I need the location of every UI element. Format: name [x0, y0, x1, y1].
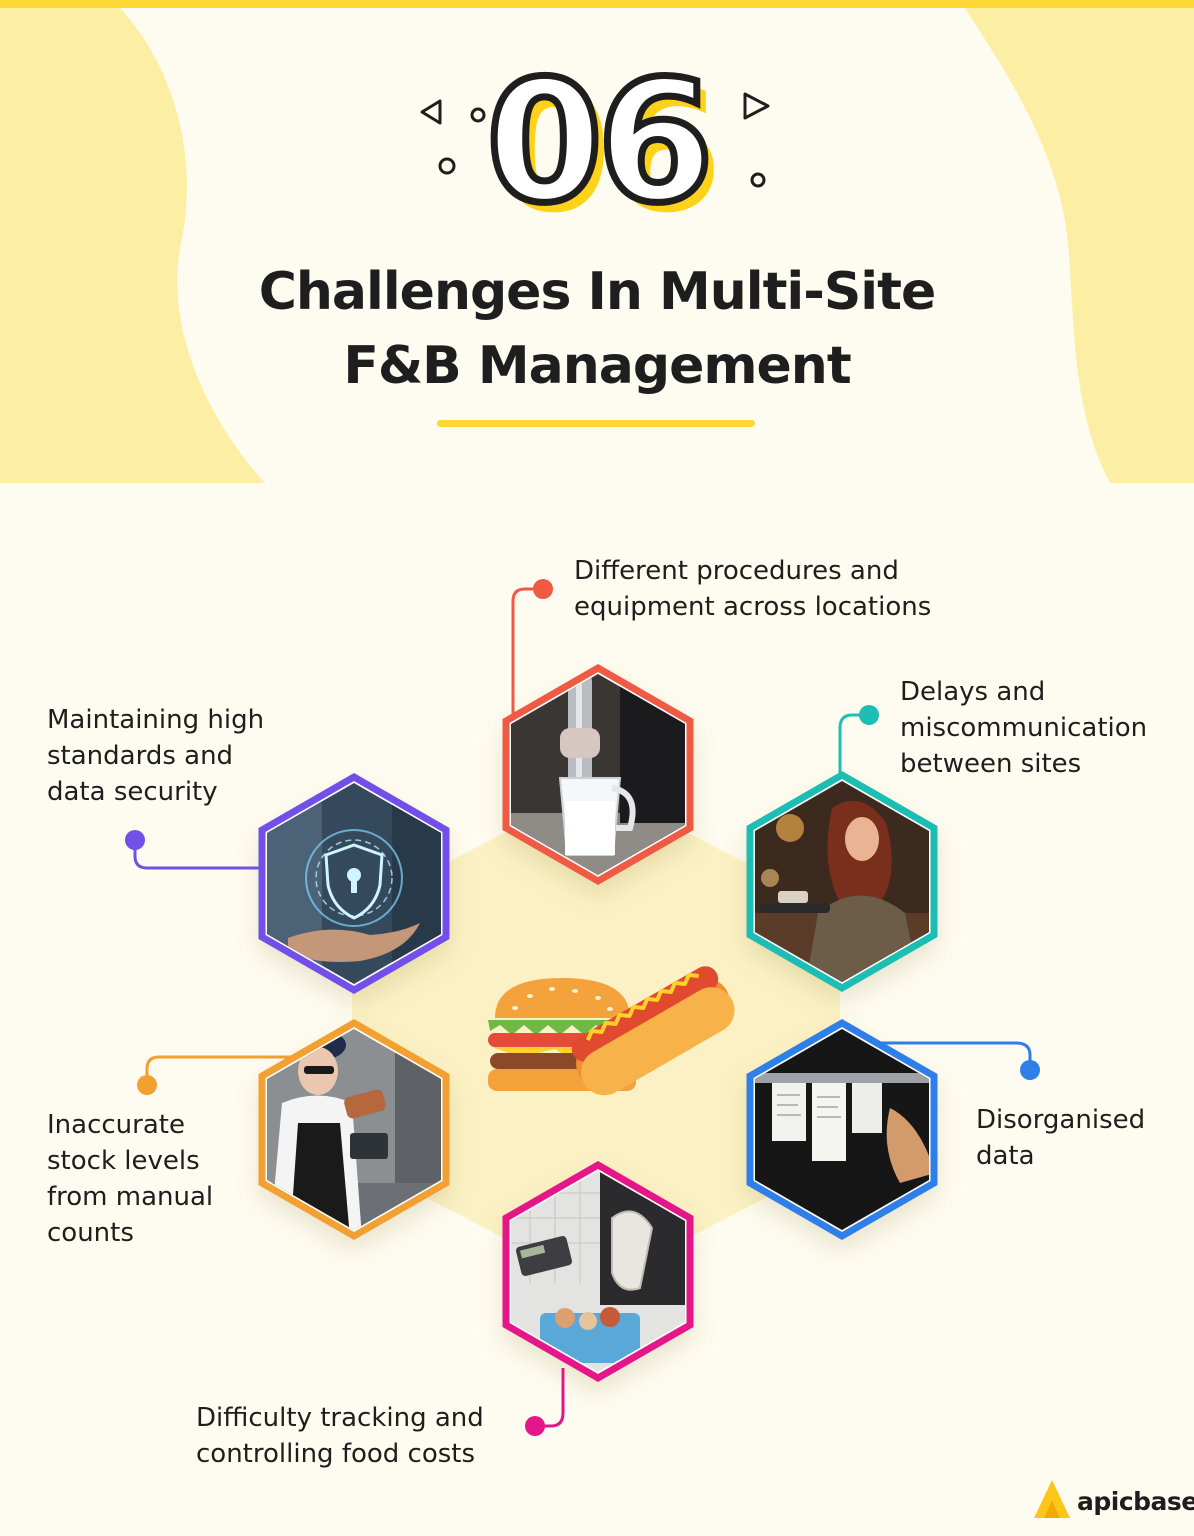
- label-costs: Difficulty tracking and controlling food…: [196, 1403, 484, 1469]
- label-procedures: Different procedures and equipment acros…: [574, 556, 932, 622]
- hand-blender-photo: [511, 674, 685, 875]
- circle-decoration: [438, 157, 456, 175]
- connector-costs: [525, 1368, 565, 1436]
- order-tickets-photo: [755, 1029, 929, 1230]
- chef-inventory-photo: [267, 1029, 441, 1230]
- burger-hotdog-icon: [488, 966, 735, 1096]
- title-line-1: Challenges In Multi-Site: [258, 262, 936, 322]
- label-data: Disorganised data: [976, 1105, 1146, 1171]
- title-line-2: F&B Management: [343, 336, 851, 396]
- connector-stock: [137, 1055, 296, 1095]
- triangle-right-icon: [743, 92, 770, 120]
- connector-communication: [838, 705, 879, 783]
- header-banner: 06 Challenges In Multi-Site F&B Manageme…: [0, 8, 1194, 483]
- apicbase-logo-icon: [1034, 1480, 1070, 1518]
- brand-name: apicbase: [1077, 1487, 1194, 1516]
- label-stock: Inaccurate stock levels from manual coun…: [47, 1110, 214, 1248]
- big-number: 06: [483, 44, 718, 240]
- title-underline: [437, 420, 755, 427]
- page-title: Challenges In Multi-Site F&B Management: [0, 255, 1194, 403]
- circle-decoration: [750, 172, 766, 188]
- label-security: Maintaining high standards and data secu…: [47, 705, 265, 807]
- header-decorations: [420, 92, 770, 188]
- top-stripe: [0, 0, 1194, 8]
- connector-data: [868, 1041, 1040, 1080]
- challenge-diagram: [125, 579, 1040, 1436]
- connector-procedures: [511, 579, 553, 718]
- header-blob: [120, 8, 1110, 483]
- triangle-left-icon: [420, 99, 442, 125]
- connector-security: [125, 830, 262, 870]
- circle-decoration: [470, 107, 486, 123]
- label-communication: Delays and miscommunication between site…: [900, 677, 1148, 779]
